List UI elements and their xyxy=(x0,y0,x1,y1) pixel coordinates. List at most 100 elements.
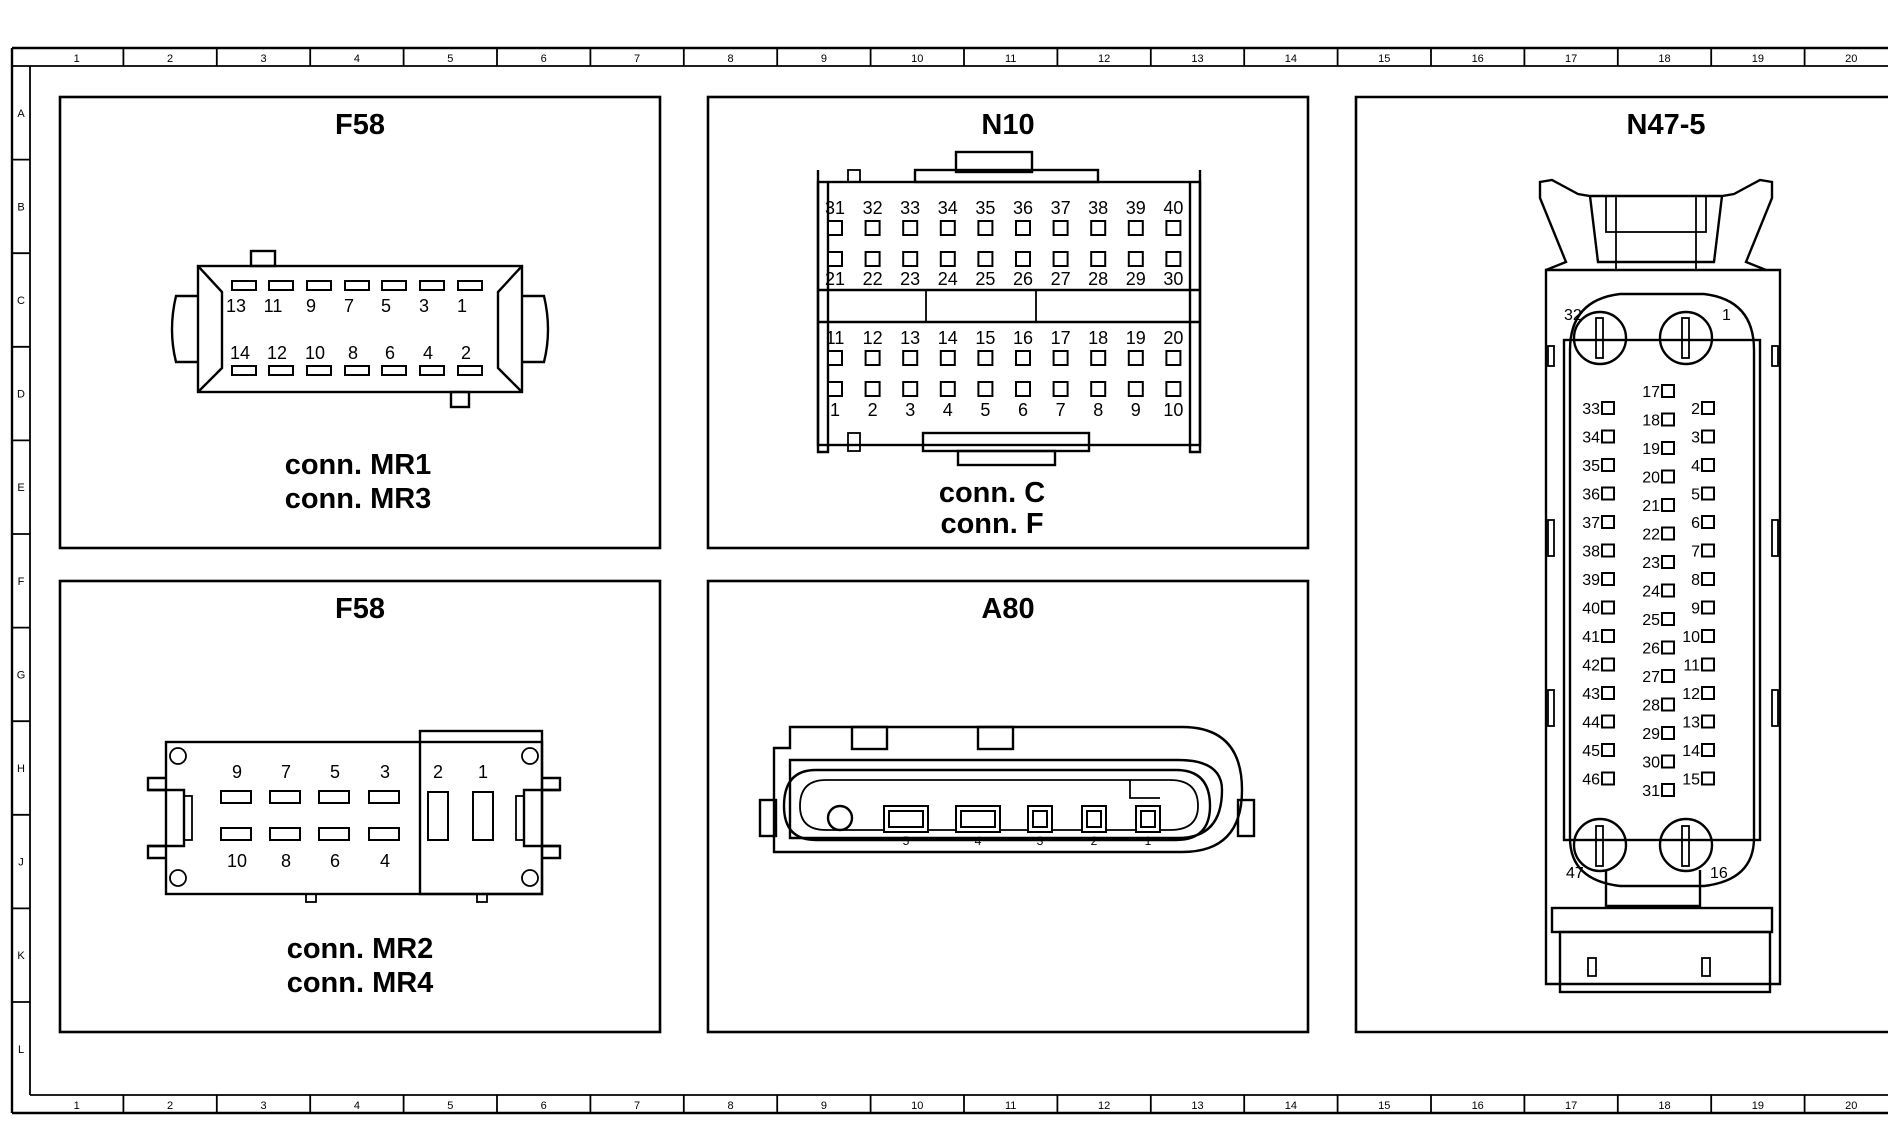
pin-slot xyxy=(1661,469,1675,484)
pin-slot xyxy=(1701,515,1715,529)
grid-column-label-top: 3 xyxy=(260,53,266,65)
n47-corner-label-32: 32 xyxy=(1564,307,1582,324)
pin-slot xyxy=(1165,251,1182,267)
pin-slot xyxy=(902,220,919,236)
pin-slot xyxy=(318,827,350,841)
pin-slot xyxy=(1661,412,1675,427)
pin-slot xyxy=(1701,486,1715,501)
pin-label: 9 xyxy=(1691,601,1700,618)
pin-label: 35 xyxy=(975,198,995,218)
pin-slot xyxy=(306,365,332,376)
pin-label: 14 xyxy=(938,328,958,348)
pin-label: 28 xyxy=(1642,698,1660,715)
drawing-frame xyxy=(10,46,1888,1115)
pin-label: 20 xyxy=(1163,328,1183,348)
pin-slot xyxy=(939,381,956,397)
pin-label: 10 xyxy=(305,343,325,363)
a80-title: A80 xyxy=(981,593,1034,625)
pin-slot xyxy=(1701,686,1715,700)
pin-slot xyxy=(1015,251,1031,267)
pin-label: 27 xyxy=(1642,669,1660,686)
pin-slot xyxy=(1127,220,1144,236)
grid-column-label-bottom: 8 xyxy=(727,1100,733,1112)
pin-label: 10 xyxy=(1163,400,1183,420)
grid-column-label-top: 13 xyxy=(1191,53,1203,65)
pin-label: 8 xyxy=(1093,400,1103,420)
pin-slot xyxy=(864,381,881,397)
pin-slot xyxy=(1015,350,1031,366)
pin-label: 27 xyxy=(1051,269,1071,289)
panel-f58-bottom xyxy=(58,579,662,1034)
grid-row-label: J xyxy=(18,857,24,869)
pin-slot xyxy=(1601,486,1615,501)
pin-label: 9 xyxy=(1131,400,1141,420)
pin-slot xyxy=(939,251,956,267)
pin-label: 1 xyxy=(478,762,488,782)
pin-label: 32 xyxy=(863,198,883,218)
pin-slot xyxy=(864,350,881,366)
pin-label: 42 xyxy=(1582,658,1600,675)
pin-label: 11 xyxy=(264,296,283,316)
pin-slot xyxy=(977,350,994,366)
grid-column-label-bottom: 9 xyxy=(821,1100,827,1112)
pin-label: 45 xyxy=(1582,743,1600,760)
n47-5-pins: 3334353637383940414243444546171819202122… xyxy=(1582,384,1715,800)
pin-slot xyxy=(1661,669,1675,683)
pin-label: 22 xyxy=(1642,527,1660,544)
grid-column-label-top: 11 xyxy=(1005,53,1016,65)
grid-column-label-bottom: 7 xyxy=(634,1100,640,1112)
panel-f58-top xyxy=(58,95,662,550)
pin-slot xyxy=(1127,381,1144,397)
pin-slot xyxy=(1601,771,1615,786)
grid-column-label-bottom: 12 xyxy=(1098,1100,1110,1112)
pin-label: 3 xyxy=(419,296,429,316)
pin-label: 7 xyxy=(1691,544,1700,561)
grid-column-label-top: 6 xyxy=(541,53,547,65)
grid-column-label-top: 1 xyxy=(74,53,80,65)
pin-label: 3 xyxy=(1037,834,1044,848)
grid-column-label-top: 12 xyxy=(1098,53,1110,65)
pin-slot xyxy=(1661,754,1675,769)
pin-label: 3 xyxy=(380,762,390,782)
pin-slot xyxy=(1661,640,1675,655)
grid-column-label-bottom: 2 xyxy=(167,1100,173,1112)
pin-slot xyxy=(306,280,332,291)
pin-label: 2 xyxy=(868,400,878,420)
pin-label: 17 xyxy=(1642,384,1660,401)
pin-label: 26 xyxy=(1013,269,1033,289)
pin-label: 18 xyxy=(1642,413,1660,430)
pin-label: 20 xyxy=(1642,470,1660,487)
grid-column-label-bottom: 17 xyxy=(1565,1100,1577,1112)
pin-label: 24 xyxy=(938,269,958,289)
pin-label: 46 xyxy=(1582,772,1600,789)
pin-label: 2 xyxy=(461,343,471,363)
pin-slot xyxy=(1701,657,1715,672)
pin-slot xyxy=(1661,498,1675,512)
pin-slot xyxy=(1601,572,1615,586)
pin-slot xyxy=(381,365,407,376)
grid-column-label-bottom: 16 xyxy=(1472,1100,1484,1112)
pin-slot xyxy=(1701,458,1715,472)
pin-slot xyxy=(1601,714,1615,729)
pin-slot xyxy=(977,381,994,397)
grid-column-label-top: 2 xyxy=(167,53,173,65)
pin-label: 39 xyxy=(1582,572,1600,589)
pin-label: 37 xyxy=(1582,515,1600,532)
n47-corner-label-1: 1 xyxy=(1722,307,1731,324)
pin-slot xyxy=(1601,429,1615,444)
pin-slot xyxy=(220,790,252,804)
grid-column-label-bottom: 5 xyxy=(447,1100,453,1112)
pin-slot xyxy=(902,251,919,267)
grid-column-label-bottom: 20 xyxy=(1845,1100,1857,1112)
pin-slot xyxy=(1601,686,1615,700)
pin-label: 3 xyxy=(905,400,915,420)
pin-slot xyxy=(1090,220,1107,236)
n10-title: N10 xyxy=(981,109,1034,141)
pin-slot xyxy=(1601,458,1615,472)
pin-slot xyxy=(1090,251,1107,267)
pin-slot xyxy=(977,220,994,236)
pin-label: 10 xyxy=(227,851,247,871)
pin-label: 13 xyxy=(1682,715,1700,732)
